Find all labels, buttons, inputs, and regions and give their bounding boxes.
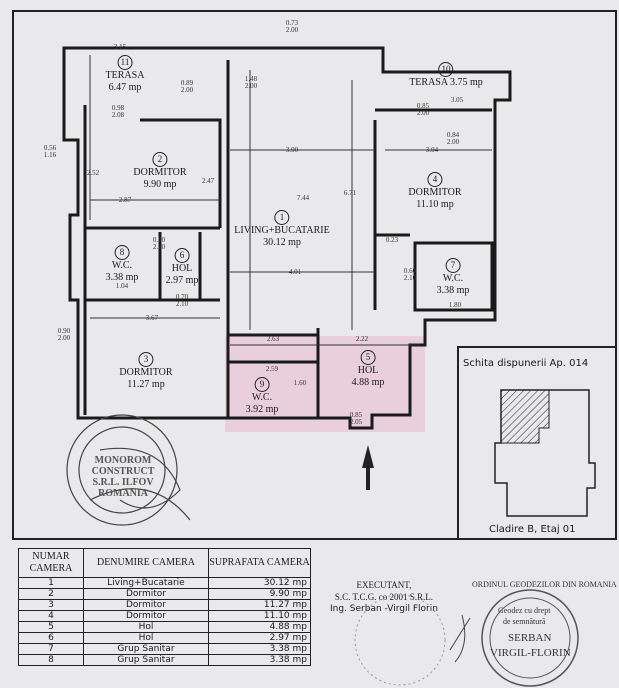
- dimension: 2.22: [355, 335, 369, 343]
- table-cell: Grup Sanitar: [83, 654, 209, 666]
- stamp-line: de semnătură: [503, 617, 546, 626]
- table-cell: 3: [18, 599, 84, 611]
- executant-block: EXECUTANT, S.C. T.C.G. co 2001 S.R.L. In…: [330, 579, 438, 615]
- floor-plan: [62, 46, 512, 526]
- company-stamp-text: MONOROM CONSTRUCT S.R.L. ILFOV ROMANIA: [91, 455, 155, 499]
- stamp-ring-text: ORDINUL GEODEZILOR DIN ROMANIA: [472, 580, 617, 589]
- executant-engineer: Ing. Serban -Virgil Florin: [330, 604, 438, 614]
- dimension: 2.52: [86, 169, 100, 177]
- header-name: DENUMIRE CAMERA: [83, 548, 209, 578]
- stamp-name: SERBAN: [508, 632, 552, 644]
- dimension: 1.80: [448, 301, 462, 309]
- dimension: 3.15: [113, 43, 127, 51]
- table-cell: 11.10 mp: [208, 610, 311, 622]
- table-cell: 30.12 mp: [208, 577, 311, 589]
- table-cell: 7: [18, 643, 84, 655]
- table-cell: 3.38 mp: [208, 654, 311, 666]
- building-outline: [494, 389, 596, 517]
- header-area: SUPRAFATA CAMERA: [208, 548, 311, 578]
- table-cell: Dormitor: [83, 610, 209, 622]
- rooms-table: NUMAR CAMERA DENUMIRE CAMERA SUPRAFATA C…: [18, 548, 311, 666]
- dimension: 2.87: [118, 196, 132, 204]
- entrance-arrow: [362, 445, 374, 490]
- table-cell: 5: [18, 621, 84, 633]
- table-cell: 4: [18, 610, 84, 622]
- dimension: 3.04: [425, 146, 439, 154]
- table-cell: 1: [18, 577, 84, 589]
- table-cell: Hol: [83, 632, 209, 644]
- location-sketch: Schita dispunerii Ap. 014 Cladire B, Eta…: [457, 346, 617, 540]
- outer-wall: [62, 46, 512, 430]
- table-cell: 11.27 mp: [208, 599, 311, 611]
- table-cell: 8: [18, 654, 84, 666]
- dimension: 0.23: [385, 236, 399, 244]
- dimension: 7.44: [296, 194, 310, 202]
- dimension: 3.67: [145, 314, 159, 322]
- dimension: 2.63: [266, 335, 280, 343]
- drawing-frame: [12, 10, 617, 540]
- table-cell: 4.88 mp: [208, 621, 311, 633]
- dimension: 2.59: [265, 365, 279, 373]
- table-cell: Hol: [83, 621, 209, 633]
- executant-company: S.C. T.C.G. co 2001 S.R.L.: [334, 592, 434, 602]
- executant-title: EXECUTANT,: [356, 580, 412, 590]
- company-stamp: [66, 414, 178, 526]
- dimension: 3.05: [450, 96, 464, 104]
- table-cell: Living+Bucatarie: [83, 577, 209, 589]
- table-cell: 6: [18, 632, 84, 644]
- header-number: NUMAR CAMERA: [18, 548, 84, 578]
- dimension: 6.71: [343, 189, 357, 197]
- table-cell: Dormitor: [83, 599, 209, 611]
- stamp-name: VIRGIL-FLORIN: [490, 647, 571, 659]
- table-cell: 2: [18, 588, 84, 600]
- sketch-caption: Cladire B, Etaj 01: [489, 524, 576, 535]
- table-cell: 9.90 mp: [208, 588, 311, 600]
- sketch-title: Schita dispunerii Ap. 014: [463, 358, 589, 369]
- table-cell: 2.97 mp: [208, 632, 311, 644]
- dimension: 1.04: [115, 282, 129, 290]
- dimension: 1.60: [293, 379, 307, 387]
- table-cell: Grup Sanitar: [83, 643, 209, 655]
- dimension: 2.47: [201, 177, 215, 185]
- dimension: 3.90: [285, 146, 299, 154]
- table-cell: Dormitor: [83, 588, 209, 600]
- dimension: 4.01: [288, 268, 302, 276]
- stamp-line: Geodez cu drept: [498, 606, 551, 615]
- table-cell: 3.38 mp: [208, 643, 311, 655]
